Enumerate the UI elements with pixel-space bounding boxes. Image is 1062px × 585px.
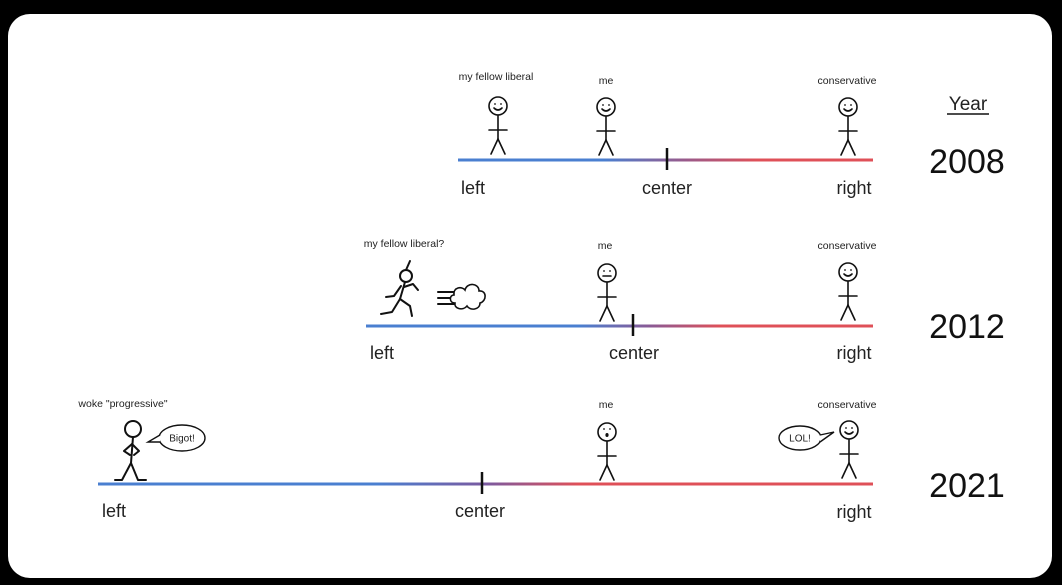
caption-liberal-2008: my fellow liberal [459, 71, 534, 83]
caption-me-2008: me [599, 75, 614, 87]
year-2021: 2021 [929, 467, 1005, 505]
caption-me-2021: me [599, 399, 614, 411]
axis-left-2021: left [102, 501, 126, 521]
stick-figure-me-2021 [597, 422, 617, 481]
stick-figure-conservative-2012 [838, 262, 858, 321]
political-spectrum-diagram: Year left center right 2008 my fellow li… [77, 71, 1005, 522]
diagram-card: Year left center right 2008 my fellow li… [8, 14, 1052, 578]
speech-text-liberal: Bigot! [169, 434, 195, 445]
axis-right-2012: right [836, 343, 871, 363]
caption-conservative-2012: conservative [818, 240, 877, 252]
stick-figure-conservative-2021 [839, 420, 859, 479]
dust-cloud-icon [449, 283, 486, 310]
axis-center-2021: center [455, 501, 505, 521]
axis-center-2008: center [642, 178, 692, 198]
speech-bubble-liberal-2021: Bigot! [145, 424, 206, 452]
axis-right-2008: right [836, 178, 871, 198]
year-2012: 2012 [929, 308, 1005, 346]
speech-bubble-conservative-2021: LOL! [778, 425, 835, 451]
axis-right-2021: right [836, 502, 871, 522]
caption-conservative-2021: conservative [818, 399, 877, 411]
year-2008: 2008 [929, 143, 1005, 181]
stick-figure-conservative-2008 [838, 97, 858, 156]
row-2021: left center right 2021 woke "progressive… [77, 398, 1004, 522]
row-2012: left center right 2012 my fellow liberal… [364, 238, 1005, 363]
caption-conservative-2008: conservative [818, 75, 877, 87]
axis-left-2012: left [370, 343, 394, 363]
speech-text-conservative: LOL! [789, 434, 811, 445]
stick-figure-liberal-2021 [114, 420, 147, 481]
caption-liberal-2012: my fellow liberal? [364, 238, 445, 250]
caption-me-2012: me [598, 240, 613, 252]
stick-figure-me-2008 [596, 97, 616, 156]
caption-liberal-2021: woke "progressive" [77, 398, 167, 410]
running-figure-liberal-2012 [380, 260, 455, 317]
axis-left-2008: left [461, 178, 485, 198]
stick-figure-liberal-2008 [488, 96, 508, 155]
axis-center-2012: center [609, 343, 659, 363]
row-2008: left center right 2008 my fellow liberal… [458, 71, 1005, 198]
year-header: Year [949, 94, 988, 115]
stick-figure-me-2012 [597, 263, 617, 322]
